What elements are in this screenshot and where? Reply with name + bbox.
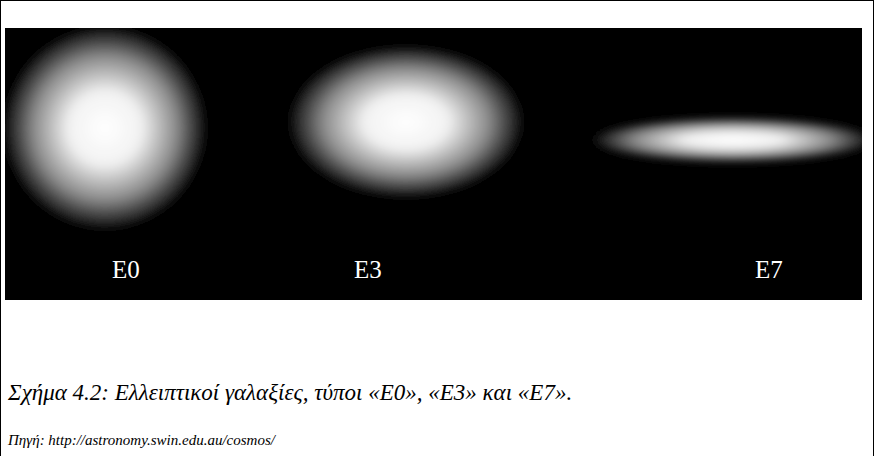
galaxy-e3: [288, 46, 524, 198]
source-note: Πηγή: http://astronomy.swin.edu.au/cosmo…: [8, 432, 275, 449]
type-label: E3: [354, 256, 382, 284]
figure-caption: Σχήμα 4.2: Ελλειπτικοί γαλαξίες, τύποι «…: [8, 380, 572, 406]
galaxy-e0: [5, 28, 207, 230]
type-label: E7: [755, 256, 783, 284]
galaxy-e7: [591, 118, 862, 162]
type-label: E0: [112, 256, 140, 284]
